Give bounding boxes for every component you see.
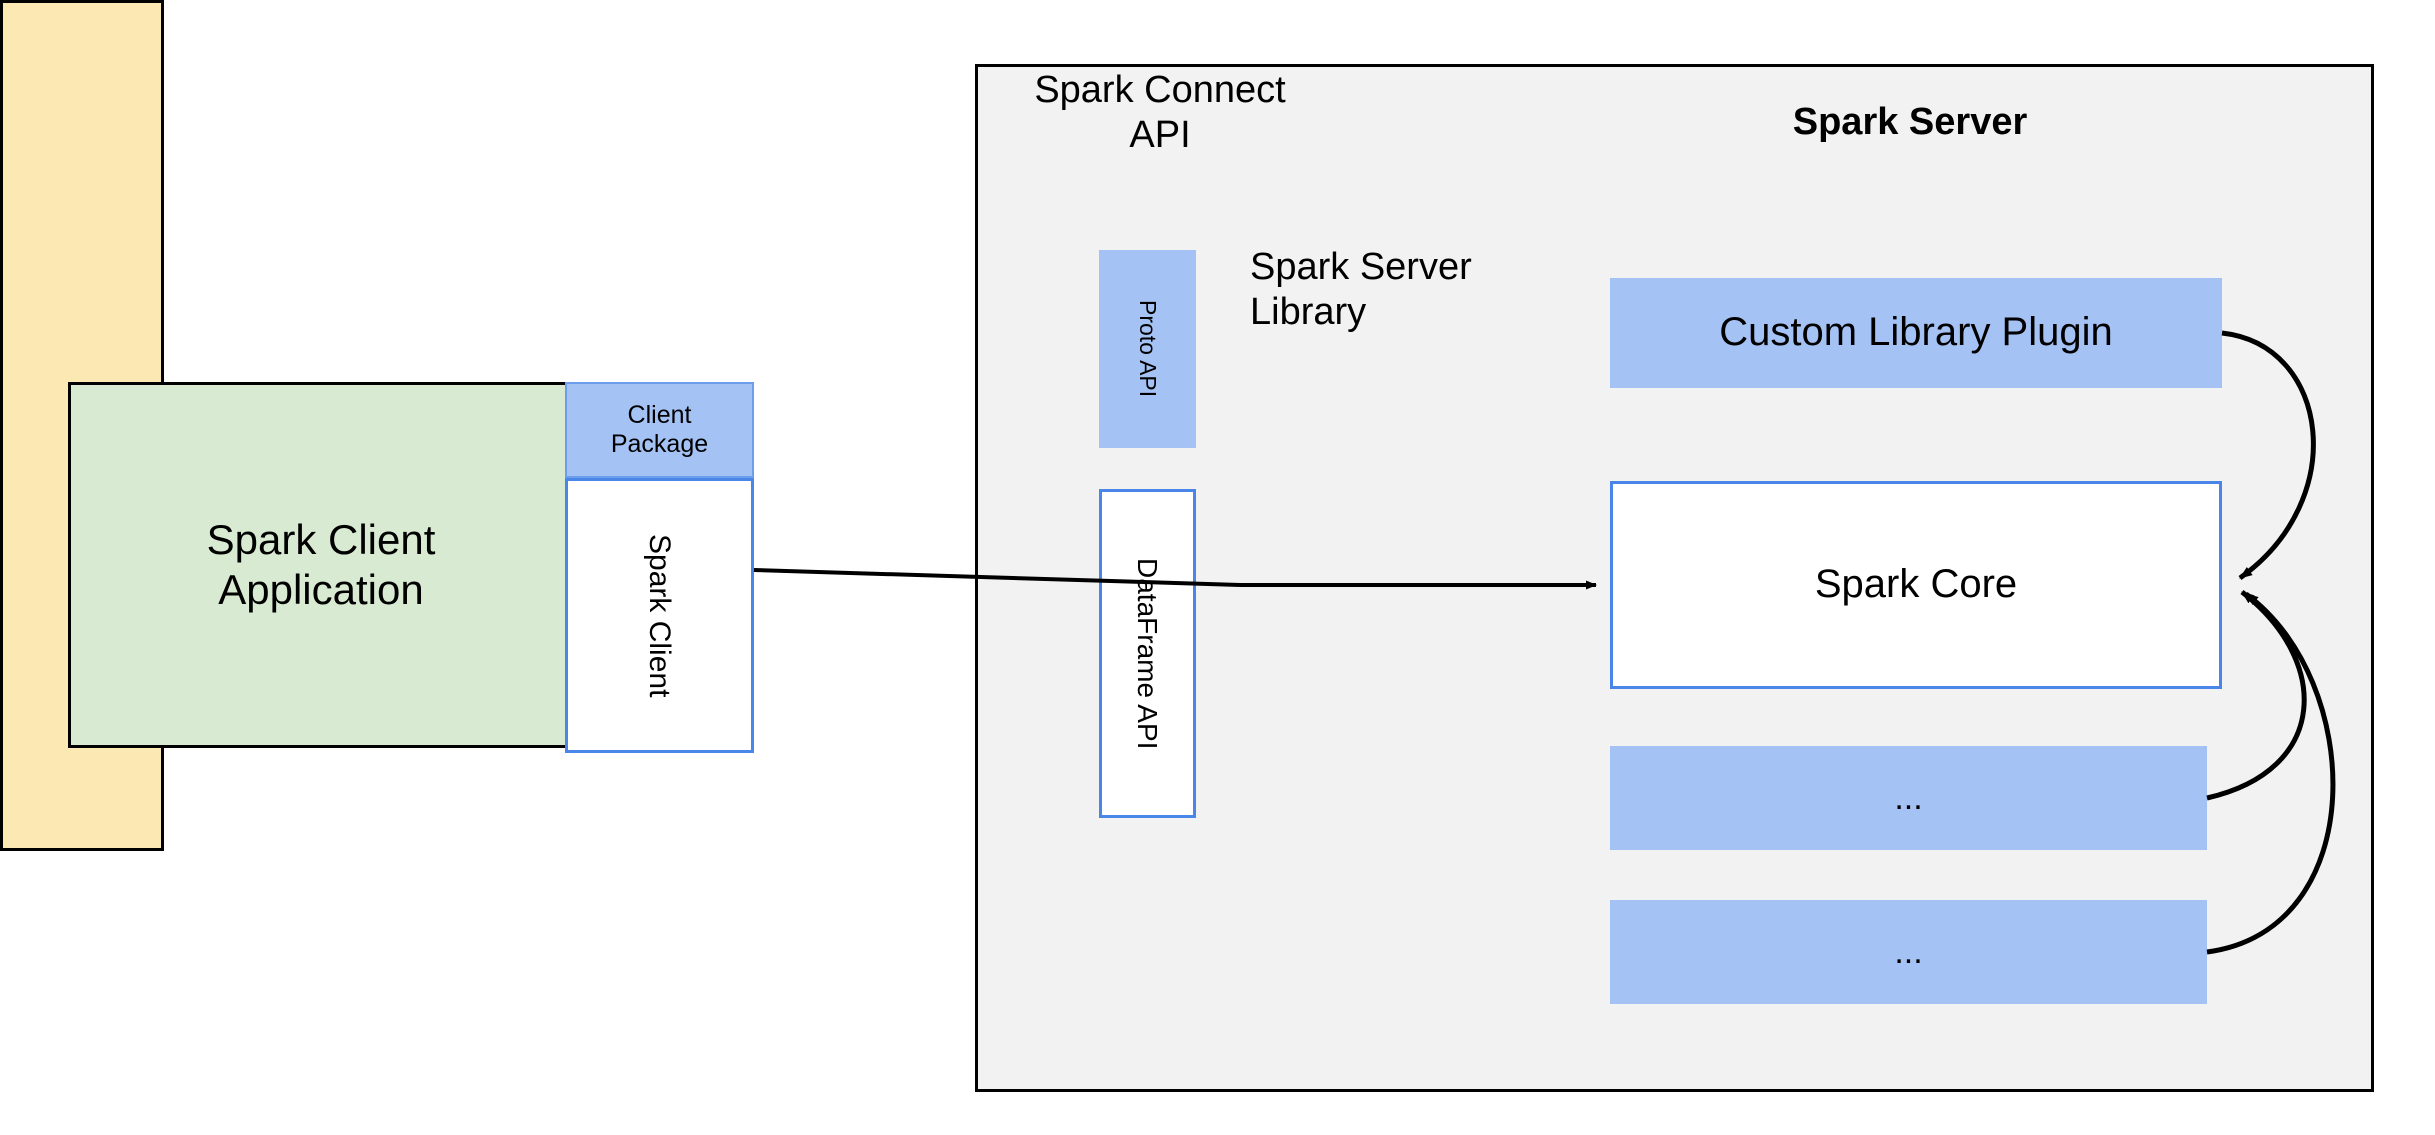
spark-server-title: Spark Server	[1792, 100, 2028, 143]
spark-server-library-label: Spark Server Library	[1250, 245, 1550, 335]
proto-api-label: Proto API	[1135, 300, 1162, 398]
custom-library-plugin-label: Custom Library Plugin	[1719, 310, 2113, 355]
proto-api-box: Proto API	[1099, 250, 1196, 448]
spark-connect-api-label-line2: API	[1129, 113, 1191, 156]
spark-connect-api-label-line1: Spark Connect	[1034, 69, 1286, 111]
dataframe-api-label: DataFrame API	[1132, 557, 1164, 750]
spark-connect-api-label: Spark Connect API	[1014, 68, 1306, 156]
placeholder-component-label-1: ...	[1894, 778, 1923, 817]
spark-client-application-label-line1: Spark Client	[206, 516, 436, 564]
dataframe-api-box: DataFrame API	[1099, 489, 1196, 818]
spark-client-box: Spark Client	[565, 478, 754, 753]
spark-client-label: Spark Client	[643, 533, 677, 698]
client-package-box: Client Package	[565, 382, 754, 478]
client-package-label-line2: Package	[610, 430, 709, 458]
spark-client-application-label-line2: Application	[218, 566, 424, 613]
spark-client-application-box: Spark Client Application	[68, 382, 574, 748]
spark-client-application-label: Spark Client Application	[207, 515, 436, 614]
spark-server-library-label-line1: Spark Server	[1250, 246, 1472, 288]
spark-core-label: Spark Core	[1814, 562, 2018, 607]
placeholder-component-label-2: ...	[1894, 932, 1923, 971]
client-package-label: Client Package	[611, 401, 708, 460]
spark-core-box: Spark Core	[1610, 481, 2222, 689]
placeholder-component-box-2: ...	[1610, 900, 2207, 1004]
placeholder-component-box-1: ...	[1610, 746, 2207, 850]
custom-library-plugin-box: Custom Library Plugin	[1610, 278, 2222, 388]
spark-server-library-label-line2: Library	[1250, 290, 1367, 333]
client-package-label-line1: Client	[627, 400, 692, 429]
